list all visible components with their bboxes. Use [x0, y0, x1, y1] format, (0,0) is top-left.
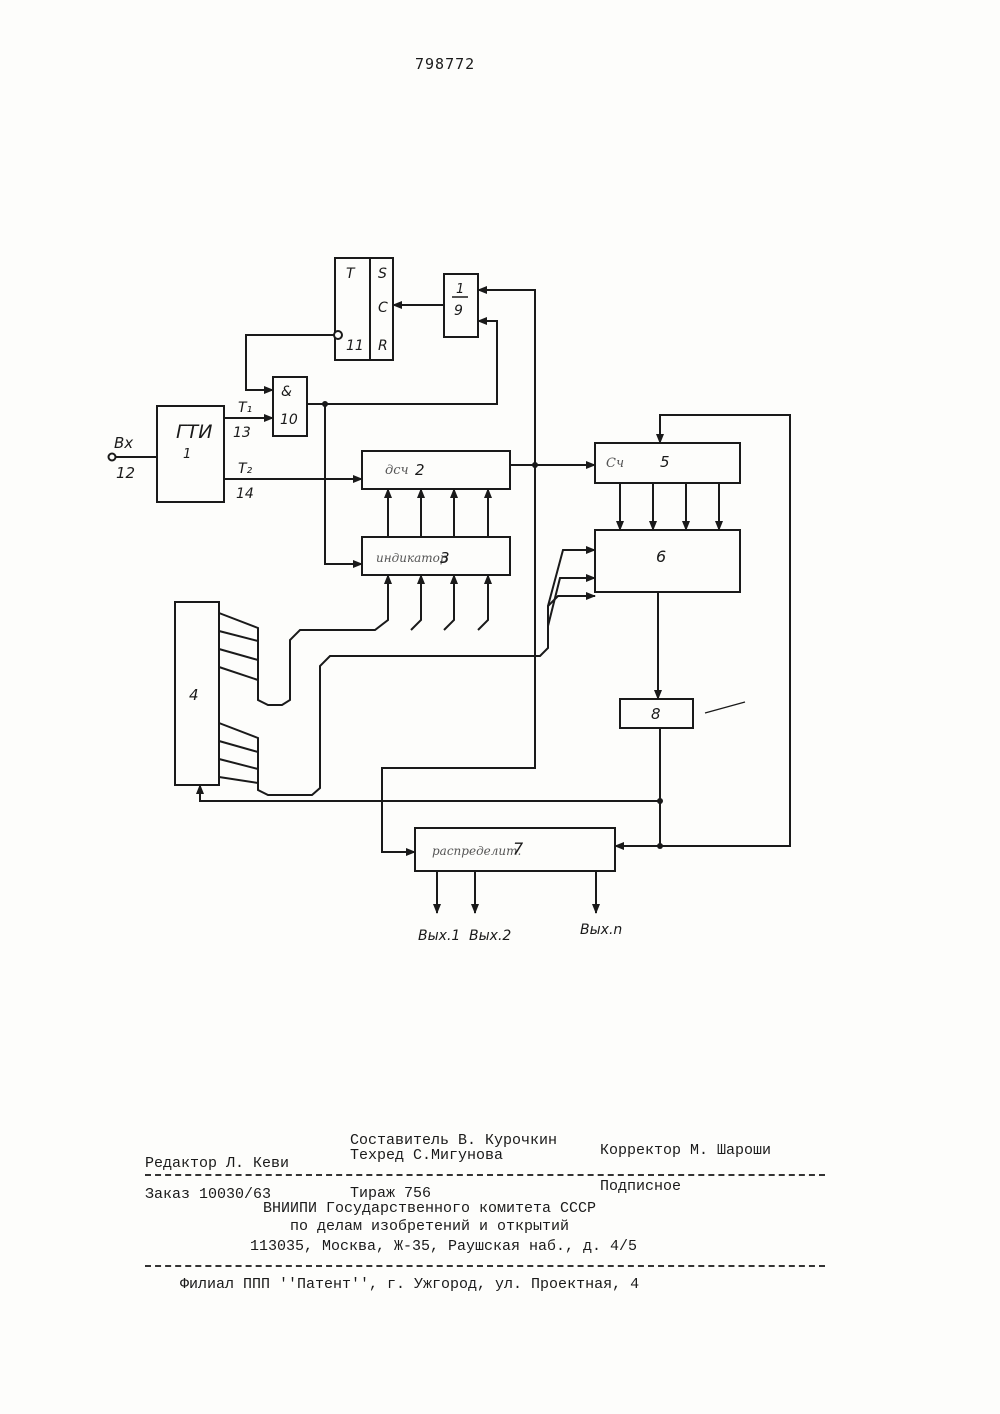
t2-number: 14	[236, 486, 254, 502]
organization-line-2: по делам изобретений и открытий	[290, 1218, 569, 1235]
separator-2	[145, 1265, 825, 1267]
block-7: распределит. 7	[415, 828, 615, 871]
input-terminal	[109, 454, 116, 461]
svg-text:дсч: дсч	[385, 463, 409, 478]
branch: Филиал ППП ''Патент'', г. Ужгород, ул. П…	[180, 1276, 639, 1293]
block-3: индикатор 3	[362, 537, 510, 575]
trigger-number: 11	[346, 338, 364, 354]
block-2-number: 2	[415, 461, 425, 479]
trigger-s-label: S	[378, 266, 387, 282]
output-2-label: Вых.2	[469, 928, 511, 944]
block-4-number: 4	[189, 686, 199, 704]
trigger-r-label: R	[378, 338, 388, 354]
block-6: 6	[595, 530, 740, 592]
editor: Редактор Л. Кеви	[145, 1155, 289, 1172]
subscription: Подписное	[600, 1178, 681, 1195]
and-number: 10	[280, 412, 298, 428]
t2-label: T₂	[238, 461, 253, 477]
or-number: 9	[454, 303, 463, 319]
block-6-number: 6	[656, 547, 666, 566]
output-1-label: Вых.1	[418, 928, 460, 944]
block-4: 4	[175, 602, 219, 785]
or-block-9: 1 9	[444, 274, 478, 337]
techred: Техред С.Мигунова	[350, 1147, 503, 1164]
block-diagram: T S C R 11 1 9 & 10 ГТИ 1 Вх 12 T₁ 13 T₂…	[0, 0, 1000, 1000]
trigger-block-11: T S C R 11	[335, 258, 393, 360]
corrector: Корректор М. Шароши	[600, 1142, 771, 1159]
trigger-c-label: C	[378, 300, 388, 316]
trigger-t-label: T	[346, 266, 356, 282]
block-8: 8	[620, 699, 693, 728]
svg-text:индикатор: индикатор	[376, 551, 448, 565]
and-symbol: &	[281, 384, 292, 400]
block-7-number: 7	[513, 839, 524, 858]
separator-1	[145, 1174, 825, 1176]
input-number: 12	[116, 464, 135, 482]
gti-label: ГТИ	[176, 421, 212, 443]
address: 113035, Москва, Ж-35, Раушская наб., д. …	[250, 1238, 637, 1255]
block-8-number: 8	[651, 705, 661, 723]
and-block-10: & 10	[273, 377, 307, 436]
svg-text:Сч: Сч	[606, 456, 624, 471]
order: Заказ 10030/63	[145, 1186, 271, 1203]
gti-block-1: ГТИ 1	[157, 406, 224, 502]
gti-number: 1	[183, 447, 191, 462]
t1-label: T₁	[238, 400, 252, 416]
t1-number: 13	[233, 425, 251, 441]
output-n-label: Вых.n	[580, 922, 622, 938]
or-symbol: 1	[456, 282, 464, 297]
block-2: дсч 2	[362, 451, 510, 489]
input-label: Вх	[114, 434, 133, 452]
block-5-number: 5	[660, 453, 670, 471]
organization-line-1: ВНИИПИ Государственного комитета СССР	[263, 1200, 596, 1217]
block-3-number: 3	[440, 549, 450, 567]
svg-text:распределит.: распределит.	[432, 844, 521, 858]
block-5: Сч 5	[595, 443, 740, 483]
